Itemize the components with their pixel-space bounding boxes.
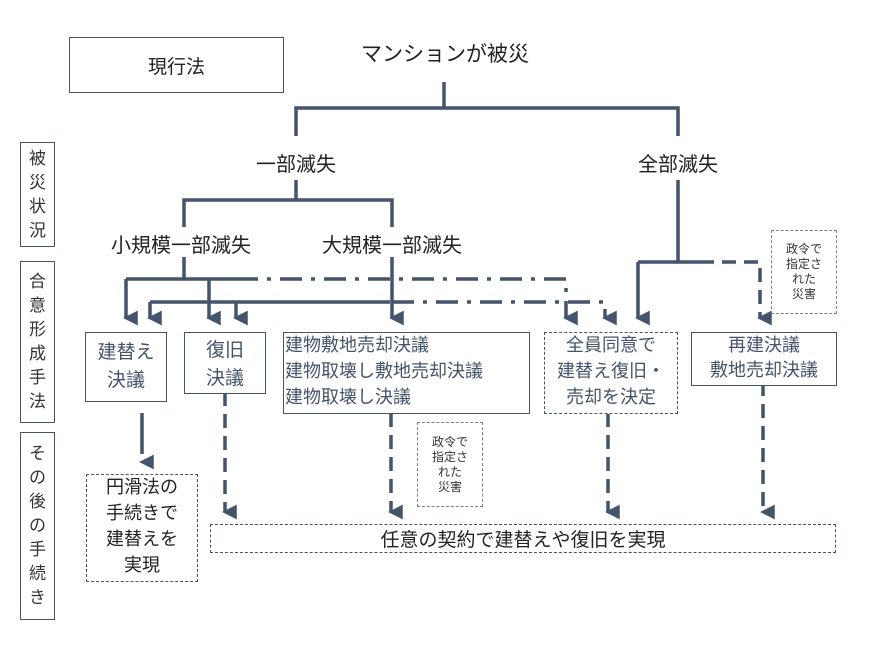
- side-char: 法: [29, 392, 46, 412]
- side-char: 後: [29, 492, 46, 512]
- side-char: 状: [29, 196, 46, 217]
- legend-current-law-label: 現行法: [147, 55, 205, 78]
- box-line: 建物敷地売却決議: [285, 335, 429, 356]
- box-line: 敷地売却決議: [710, 360, 818, 381]
- note-line: 災害: [791, 287, 816, 301]
- box-line: 決議: [106, 369, 145, 391]
- line-root-branch: [294, 106, 680, 136]
- node-large-partial-loss: 大規模一部滅失: [322, 233, 462, 257]
- side-label-consensus-method: 合 意 形 成 手 法: [20, 261, 55, 423]
- box-sale-resolutions: 建物敷地売却決議 建物取壊し敷地売却決議 建物取壊し決議: [283, 332, 530, 414]
- node-small-partial-loss: 小規模一部滅失: [111, 233, 251, 257]
- side-char: 災: [29, 172, 46, 193]
- side-char: 手: [29, 368, 46, 388]
- note-designated-disaster-top: 政令で 指定さ れた 災害: [771, 230, 837, 314]
- line-partial-branch: [182, 180, 394, 227]
- box-line: 円滑法の: [106, 477, 178, 498]
- root-node-mansion-damaged: マンションが被災: [361, 42, 529, 66]
- box-voluntary-contract: 任意の契約で建替えや復旧を実現: [210, 524, 836, 553]
- side-char: の: [29, 516, 46, 536]
- side-char: 続: [29, 564, 46, 584]
- box-line: 建替え: [97, 341, 155, 363]
- legend-current-law-box: 現行法: [69, 37, 284, 93]
- side-char: の: [29, 468, 46, 488]
- voluntary-contract-label: 任意の契約で建替えや復旧を実現: [380, 529, 666, 551]
- box-line: 手続きで: [106, 503, 178, 524]
- side-char: 形: [29, 320, 46, 340]
- box-reconstruction-resolution: 再建決議 敷地売却決議: [691, 332, 837, 386]
- box-line: 再建決議: [728, 335, 800, 356]
- note-line: 指定さ: [785, 257, 822, 271]
- note-designated-disaster-mid: 政令で 指定さ れた 災害: [417, 422, 483, 507]
- box-line: 建替えを: [106, 529, 178, 550]
- box-unanimous-consent: 全員同意で 建替え復旧・ 売却を決定: [544, 332, 678, 414]
- box-line: 決議: [205, 367, 244, 389]
- side-char: き: [29, 588, 46, 608]
- side-char: そ: [29, 444, 46, 464]
- box-line: 全員同意で: [566, 335, 656, 356]
- box-line: 復旧: [205, 339, 244, 361]
- side-char: 意: [29, 296, 46, 316]
- node-total-loss: 全部滅失: [638, 152, 718, 176]
- side-label-damage-status: 被 災 状 況: [20, 142, 55, 247]
- side-char: 成: [29, 344, 46, 364]
- side-char: 合: [29, 272, 46, 292]
- note-line: れた: [437, 464, 462, 479]
- box-rebuild-resolution: 建替え 決議: [85, 332, 167, 402]
- box-facilitation-act-procedure: 円滑法の 手続きで 建替えを 実現: [86, 474, 198, 582]
- side-char: 被: [29, 148, 46, 169]
- note-line: れた: [791, 272, 816, 286]
- note-line: 政令で: [785, 242, 822, 256]
- note-line: 政令で: [431, 434, 468, 449]
- side-label-subsequent-procedure: そ の 後 の 手 続 き: [20, 432, 55, 620]
- side-char: 手: [29, 540, 46, 560]
- box-line: 売却を決定: [566, 387, 656, 408]
- box-restore-resolution: 復旧 決議: [184, 332, 266, 394]
- line-total-stem: [676, 180, 700, 264]
- note-line: 災害: [437, 479, 462, 494]
- box-line: 建物取壊し敷地売却決議: [285, 361, 483, 382]
- box-line: 建替え復旧・: [557, 361, 665, 382]
- box-line: 実現: [124, 555, 160, 576]
- note-line: 指定さ: [431, 449, 468, 464]
- node-partial-loss: 一部滅失: [256, 152, 336, 176]
- box-line: 建物取壊し決議: [285, 387, 411, 408]
- side-char: 況: [29, 220, 46, 241]
